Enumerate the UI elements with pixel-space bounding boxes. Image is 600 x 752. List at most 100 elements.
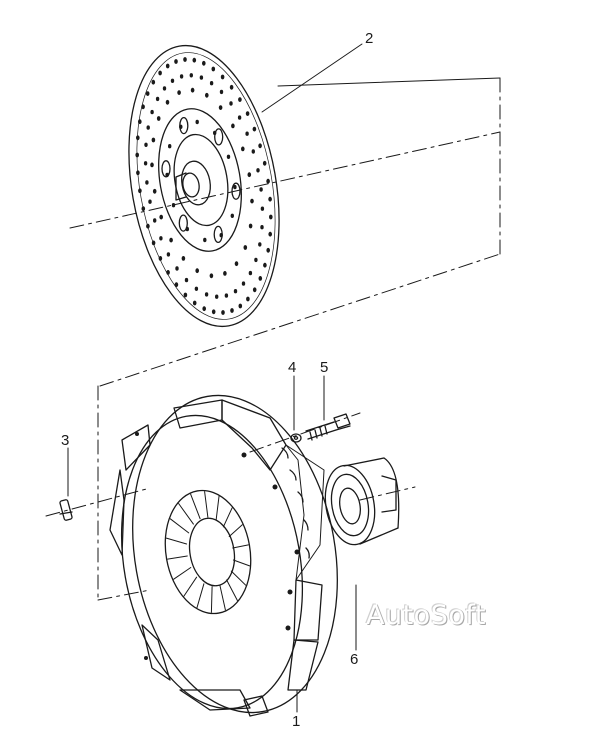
rivet-hole xyxy=(229,101,233,106)
damper-spring-slot xyxy=(161,160,171,178)
spring-finger xyxy=(204,491,209,518)
rivet-hole xyxy=(183,292,188,298)
damper-spring-slot xyxy=(213,225,223,244)
callout-2: 2 xyxy=(365,30,374,47)
rivet-hole xyxy=(220,74,225,80)
rivet-hole xyxy=(238,97,242,102)
damper-spring-slot xyxy=(178,214,188,232)
rivet-hole xyxy=(179,74,184,79)
rivet-hole xyxy=(181,256,186,261)
spring-finger xyxy=(190,493,201,520)
rivet-hole xyxy=(194,286,199,291)
pressure-plate-bolt-holes xyxy=(135,432,300,660)
spring-finger xyxy=(226,579,238,601)
spring-finger xyxy=(167,555,188,560)
rivet-hole xyxy=(209,273,214,279)
hub-hole xyxy=(233,184,237,190)
rivet-hole xyxy=(146,223,150,229)
disc-hub-slots xyxy=(161,116,241,244)
rivet-hole xyxy=(135,152,139,158)
spring-finger xyxy=(210,586,213,613)
pressure-plate xyxy=(109,394,338,717)
spring-finger xyxy=(215,495,220,521)
rivet-hole xyxy=(189,73,193,78)
rivet-hole xyxy=(158,70,162,76)
rivet-hole xyxy=(223,271,227,276)
rivet-hole xyxy=(218,105,223,110)
rivet-hole xyxy=(199,75,204,80)
rivet-hole xyxy=(183,57,187,62)
rivet-hole xyxy=(148,199,152,204)
callout-5: 5 xyxy=(320,359,329,376)
spring-finger xyxy=(183,576,198,597)
rivet-hole xyxy=(221,310,225,315)
rivet-hole xyxy=(238,303,243,309)
rivet-hole xyxy=(159,236,163,241)
rivet-hole xyxy=(202,306,206,312)
rivet-hole xyxy=(234,261,239,267)
rivet-hole xyxy=(260,206,265,211)
spring-finger xyxy=(165,537,188,545)
rivet-hole xyxy=(237,115,242,120)
rivet-hole xyxy=(241,281,246,286)
spring-finger xyxy=(230,570,247,586)
rivet-hole xyxy=(190,87,195,93)
hub-hole xyxy=(226,154,231,159)
spring-finger xyxy=(232,544,249,549)
rivet-hole xyxy=(256,168,260,173)
rivet-hole xyxy=(245,131,249,136)
spring-finger xyxy=(222,507,233,528)
rivet-hole xyxy=(174,282,179,288)
rivet-hole xyxy=(166,270,170,275)
dowel-pin xyxy=(59,499,73,521)
rivet-hole xyxy=(258,276,263,281)
rivet-hole xyxy=(269,214,273,220)
rivet-hole xyxy=(175,266,179,271)
pressure-plate-springs xyxy=(281,447,310,559)
rivet-hole xyxy=(136,135,140,141)
callout-4: 4 xyxy=(288,359,297,376)
rivet-hole xyxy=(250,198,254,204)
rivet-hole xyxy=(174,59,178,64)
rivet-hole xyxy=(165,99,170,105)
rivet-hole xyxy=(245,111,250,116)
rivet-hole xyxy=(138,188,142,194)
rivet-hole xyxy=(151,79,156,85)
rivet-hole xyxy=(248,270,253,276)
rivet-hole xyxy=(266,178,270,184)
rivet-hole xyxy=(153,218,157,223)
rivet-hole xyxy=(150,162,154,168)
rivet-hole xyxy=(136,170,140,176)
rivet-hole xyxy=(209,81,214,86)
callout-3: 3 xyxy=(61,432,70,449)
rivet-hole xyxy=(195,268,199,274)
rivet-hole xyxy=(192,300,197,306)
rivet-hole xyxy=(155,96,160,102)
hub-hole xyxy=(195,119,199,125)
rivet-hole xyxy=(143,161,148,166)
rivet-hole xyxy=(259,187,263,192)
spring-finger xyxy=(228,524,243,537)
damper-spring-slot xyxy=(231,182,241,200)
rivet-hole xyxy=(169,237,173,243)
rivet-hole xyxy=(219,89,224,95)
rivet-hole xyxy=(145,91,150,96)
rivet-hole xyxy=(266,247,271,253)
rivet-hole xyxy=(146,125,150,130)
hub-hole xyxy=(171,203,176,208)
rivet-hole xyxy=(252,126,257,132)
rivet-hole xyxy=(254,257,258,263)
rivet-hole xyxy=(248,223,253,229)
rivet-hole xyxy=(156,116,161,121)
rivet-hole xyxy=(202,60,206,66)
rivet-hole xyxy=(158,256,163,261)
rivet-hole xyxy=(184,277,189,283)
rivet-hole xyxy=(141,104,145,110)
rivet-hole xyxy=(215,294,219,299)
rivet-hole xyxy=(224,293,229,298)
spring-finger xyxy=(196,583,205,609)
rivet-hole xyxy=(252,287,257,293)
rivet-hole xyxy=(144,142,148,147)
